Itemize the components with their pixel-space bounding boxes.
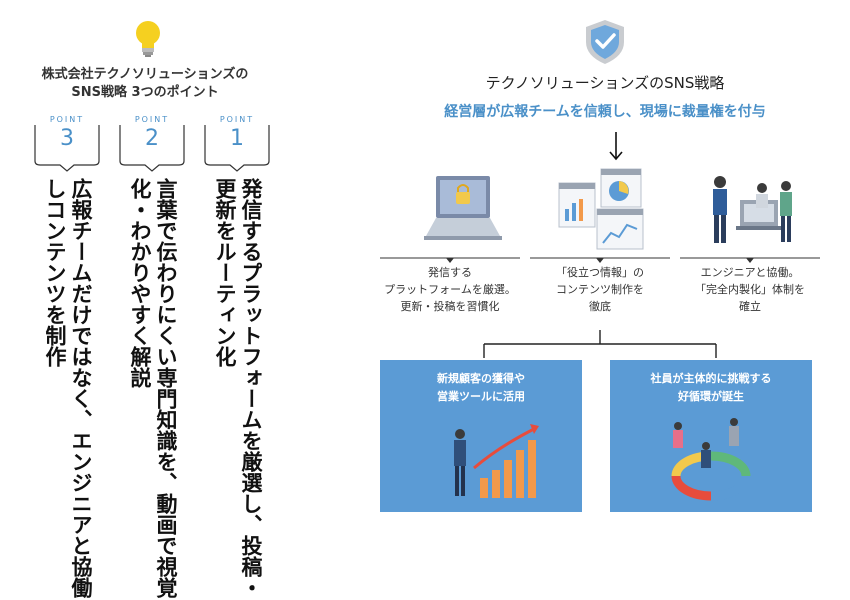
point-3-header: POINT 3	[30, 115, 104, 175]
point-number: 3	[60, 126, 74, 151]
laptop-lock-illustration	[418, 170, 508, 250]
item-line: 発信する	[428, 266, 472, 279]
lightbulb-icon	[133, 18, 163, 60]
point-1-header: POINT 1	[200, 115, 274, 175]
engineers-illustration	[700, 170, 800, 252]
point-2-text: 言葉で伝わりにくい専門知識を、動画で視覚化・わかりやすく解説	[128, 178, 178, 598]
strategy-subtitle: 経営層が広報チームを信頼し、現場に裁量権を付与	[444, 104, 766, 120]
item-line: エンジニアと協働。	[700, 266, 800, 279]
item-line: 確立	[739, 300, 761, 313]
shield-check-icon	[582, 18, 628, 66]
point-number: 2	[145, 126, 159, 151]
item-line: 「役立つ情報」の	[556, 266, 644, 279]
item-line: 「完全内製化」体制を	[695, 283, 805, 296]
item-separator-lines	[380, 257, 820, 263]
down-arrow-icon	[608, 132, 624, 162]
item-line: コンテンツ制作を	[556, 283, 644, 296]
points-heading: 株式会社テクノソリューションズの SNS戦略 3つのポイント	[20, 66, 270, 102]
point-label: POINT	[49, 115, 85, 124]
points-heading-line2: SNS戦略 3つのポイント	[71, 85, 219, 100]
result-box-cycle: 社員が主体的に挑戦する 好循環が誕生	[610, 360, 812, 512]
points-heading-line1: 株式会社テクノソリューションズの	[41, 67, 249, 82]
point-1-text: 発信するプラットフォームを厳選し、投稿・更新をルーティン化	[213, 178, 263, 598]
point-number: 1	[230, 126, 244, 151]
item-content-text: 「役立つ情報」の コンテンツ制作を 徹底	[530, 264, 670, 315]
result-title: 新規顧客の獲得や 営業ツールに活用	[380, 370, 582, 406]
cycle-illustration	[671, 418, 751, 501]
results-connector	[483, 330, 717, 358]
result-line: 好循環が誕生	[678, 390, 744, 403]
item-platform-text: 発信する プラットフォームを厳選。 更新・投稿を習慣化	[380, 264, 520, 315]
charts-illustration	[553, 163, 653, 258]
item-line: 徹底	[589, 300, 611, 313]
item-engineer-text: エンジニアと協働。 「完全内製化」体制を 確立	[680, 264, 820, 315]
result-box-acquisition: 新規顧客の獲得や 営業ツールに活用	[380, 360, 582, 512]
point-label: POINT	[219, 115, 255, 124]
point-2-header: POINT 2	[115, 115, 189, 175]
item-line: プラットフォームを厳選。	[384, 283, 516, 296]
result-line: 新規顧客の獲得や	[437, 372, 525, 385]
strategy-title: テクノソリューションズのSNS戦略	[485, 74, 725, 92]
item-line: 更新・投稿を習慣化	[400, 300, 500, 313]
point-label: POINT	[134, 115, 170, 124]
growth-chart-illustration	[454, 424, 539, 498]
result-title: 社員が主体的に挑戦する 好循環が誕生	[610, 370, 812, 406]
result-line: 社員が主体的に挑戦する	[650, 372, 772, 385]
point-3-text: 広報チームだけではなく、エンジニアと協働しコンテンツを制作	[43, 178, 93, 598]
point-brackets	[34, 125, 270, 172]
result-line: 営業ツールに活用	[437, 390, 525, 403]
